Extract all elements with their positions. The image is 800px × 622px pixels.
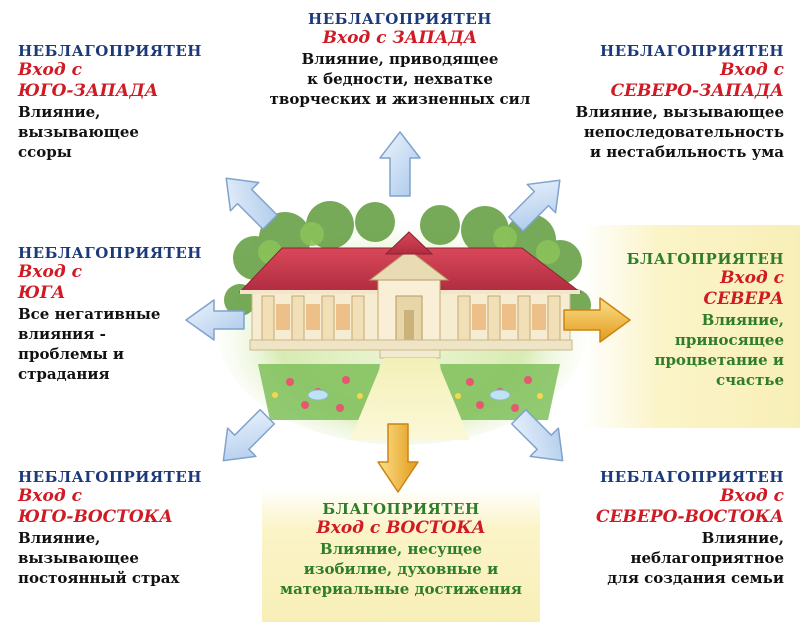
block-northeast: НЕБЛАГОПРИЯТЕН Вход с СЕВЕРО-ВОСТОКА Вли…	[560, 468, 784, 588]
entry-direction: ЮГО-ЗАПАДА	[18, 81, 159, 101]
status-label: НЕБЛАГОПРИЯТЕН	[18, 42, 202, 60]
block-west: НЕБЛАГОПРИЯТЕН Вход с ЗАПАДА Влияние, пр…	[250, 10, 550, 109]
entry-label: Вход с ЗАПАДА	[322, 28, 478, 48]
effect-line: вызывающее	[18, 549, 139, 567]
arrow-down-left-icon	[222, 408, 276, 462]
status-label: НЕБЛАГОПРИЯТЕН	[600, 42, 784, 60]
effect-line: материальные достижения	[280, 580, 522, 598]
block-southeast: НЕБЛАГОПРИЯТЕН Вход с ЮГО-ВОСТОКА Влияни…	[18, 468, 238, 588]
effect-line: приносящее	[674, 331, 784, 349]
effect-line: неблагоприятное	[630, 549, 784, 567]
block-east: БЛАГОПРИЯТЕН Вход с ВОСТОКА Влияние, нес…	[262, 500, 540, 599]
arrow-left-icon	[185, 299, 245, 341]
entry-direction: СЕВЕРО-ЗАПАДА	[610, 81, 784, 101]
status-label: НЕБЛАГОПРИЯТЕН	[600, 468, 784, 486]
effect-line: процветание и	[654, 351, 784, 369]
status-label: БЛАГОПРИЯТЕН	[322, 500, 480, 518]
entry-label: Вход с	[720, 60, 784, 80]
arrow-down-right-icon	[510, 408, 564, 462]
entry-label: Вход с	[18, 262, 82, 282]
arrow-up-right-icon	[508, 179, 561, 232]
effect-line: творческих и жизненных сил	[269, 90, 531, 108]
effect-line: страдания	[18, 365, 110, 383]
entry-direction: ЮГА	[18, 283, 66, 303]
entry-label: Вход с ВОСТОКА	[316, 518, 486, 538]
status-label: БЛАГОПРИЯТЕН	[626, 250, 784, 268]
effect-line: изобилие, духовные и	[303, 560, 499, 578]
arrow-up-left-icon	[225, 177, 278, 230]
block-northwest: НЕБЛАГОПРИЯТЕН Вход с СЕВЕРО-ЗАПАДА Влия…	[540, 42, 784, 162]
effect-line: вызывающее	[18, 123, 139, 141]
status-label: НЕБЛАГОПРИЯТЕН	[18, 468, 202, 486]
entry-label: Вход с	[720, 268, 784, 288]
effect-line: Влияние, несущее	[319, 540, 483, 558]
effect-line: счастье	[716, 371, 784, 389]
favorable-highlight-east	[262, 488, 540, 622]
effect-line: проблемы и	[18, 345, 125, 363]
effect-line: Все негативные	[18, 305, 161, 323]
entry-label: Вход с	[18, 60, 82, 80]
arrow-down-icon	[377, 423, 419, 493]
block-southwest: НЕБЛАГОПРИЯТЕН Вход с ЮГО-ЗАПАДА Влияние…	[18, 42, 218, 162]
block-north: БЛАГОПРИЯТЕН Вход с СЕВЕРА Влияние, прин…	[600, 250, 784, 390]
arrow-right-icon	[563, 297, 631, 343]
entry-direction: СЕВЕРА	[703, 289, 784, 309]
arrow-up-icon	[379, 131, 421, 197]
effect-line: Влияние,	[701, 529, 784, 547]
effect-line: Влияние, приводящее	[301, 50, 499, 68]
entry-direction: СЕВЕРО-ВОСТОКА	[596, 507, 784, 527]
effect-line: постоянный страх	[18, 569, 180, 587]
effect-line: к бедности, нехватке	[307, 70, 493, 88]
effect-line: Влияние, вызывающее	[575, 103, 784, 121]
effect-line: непоследовательность	[583, 123, 784, 141]
entry-label: Вход с	[18, 486, 82, 506]
effect-line: Влияние,	[18, 103, 101, 121]
block-south: НЕБЛАГОПРИЯТЕН Вход с ЮГА Все негативные…	[18, 244, 208, 384]
entry-direction: ЮГО-ВОСТОКА	[18, 507, 173, 527]
effect-line: для создания семьи	[607, 569, 784, 587]
effect-line: Влияние,	[701, 311, 784, 329]
effect-line: влияния -	[18, 325, 106, 343]
entry-label: Вход с	[720, 486, 784, 506]
status-label: НЕБЛАГОПРИЯТЕН	[308, 10, 492, 28]
effect-line: и нестабильность ума	[589, 143, 784, 161]
effect-line: ссоры	[18, 143, 72, 161]
status-label: НЕБЛАГОПРИЯТЕН	[18, 244, 202, 262]
effect-line: Влияние,	[18, 529, 101, 547]
